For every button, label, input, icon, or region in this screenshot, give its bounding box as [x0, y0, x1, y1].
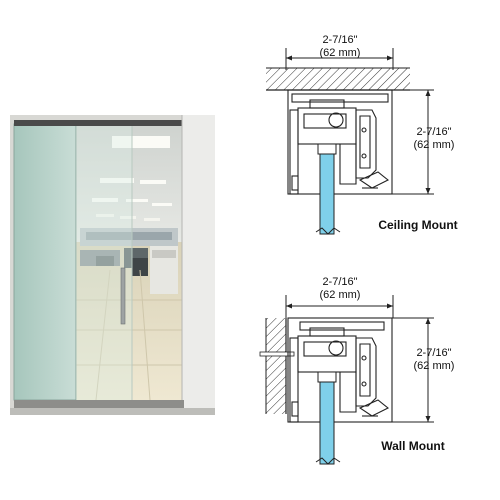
ceiling-width-mm: (62 mm)	[320, 47, 361, 59]
wall-glass-panel	[319, 377, 335, 465]
ceiling-width-in: 2-7/16"	[322, 34, 357, 46]
ceiling-glass-panel	[319, 149, 335, 235]
ceiling-mount-diagram: 2-7/16" (62 mm)	[266, 34, 458, 235]
wall-height-mm: (62 mm)	[414, 360, 455, 372]
sliding-door-photo	[10, 115, 215, 415]
wall-width-dimension: 2-7/16" (62 mm)	[285, 276, 394, 318]
office-scene	[76, 124, 182, 401]
wall-mount-diagram: 2-7/16" (62 mm)	[259, 276, 455, 465]
ceiling-mount-caption: Ceiling Mount	[378, 218, 457, 232]
wall-height-in: 2-7/16"	[416, 347, 451, 359]
clear-glass-door	[76, 124, 132, 400]
wall-width-mm: (62 mm)	[320, 289, 361, 301]
frosted-glass-panel	[14, 124, 76, 400]
wall-mount-caption: Wall Mount	[381, 439, 445, 453]
wall-column	[182, 115, 215, 415]
ceiling-track-profile	[287, 89, 393, 195]
wall-hatch	[266, 318, 286, 414]
top-track	[14, 120, 184, 126]
ceiling-height-dimension: 2-7/16" (62 mm)	[392, 89, 455, 195]
ceiling-height-mm: (62 mm)	[414, 139, 455, 151]
wall-width-in: 2-7/16"	[322, 276, 357, 288]
wall-track-profile	[287, 317, 393, 423]
ceiling-hatch	[266, 68, 410, 90]
door-handle	[120, 267, 126, 325]
ceiling-width-dimension: 2-7/16" (62 mm)	[285, 34, 394, 70]
wall-height-dimension: 2-7/16" (62 mm)	[392, 317, 455, 423]
ceiling-height-in: 2-7/16"	[416, 126, 451, 138]
